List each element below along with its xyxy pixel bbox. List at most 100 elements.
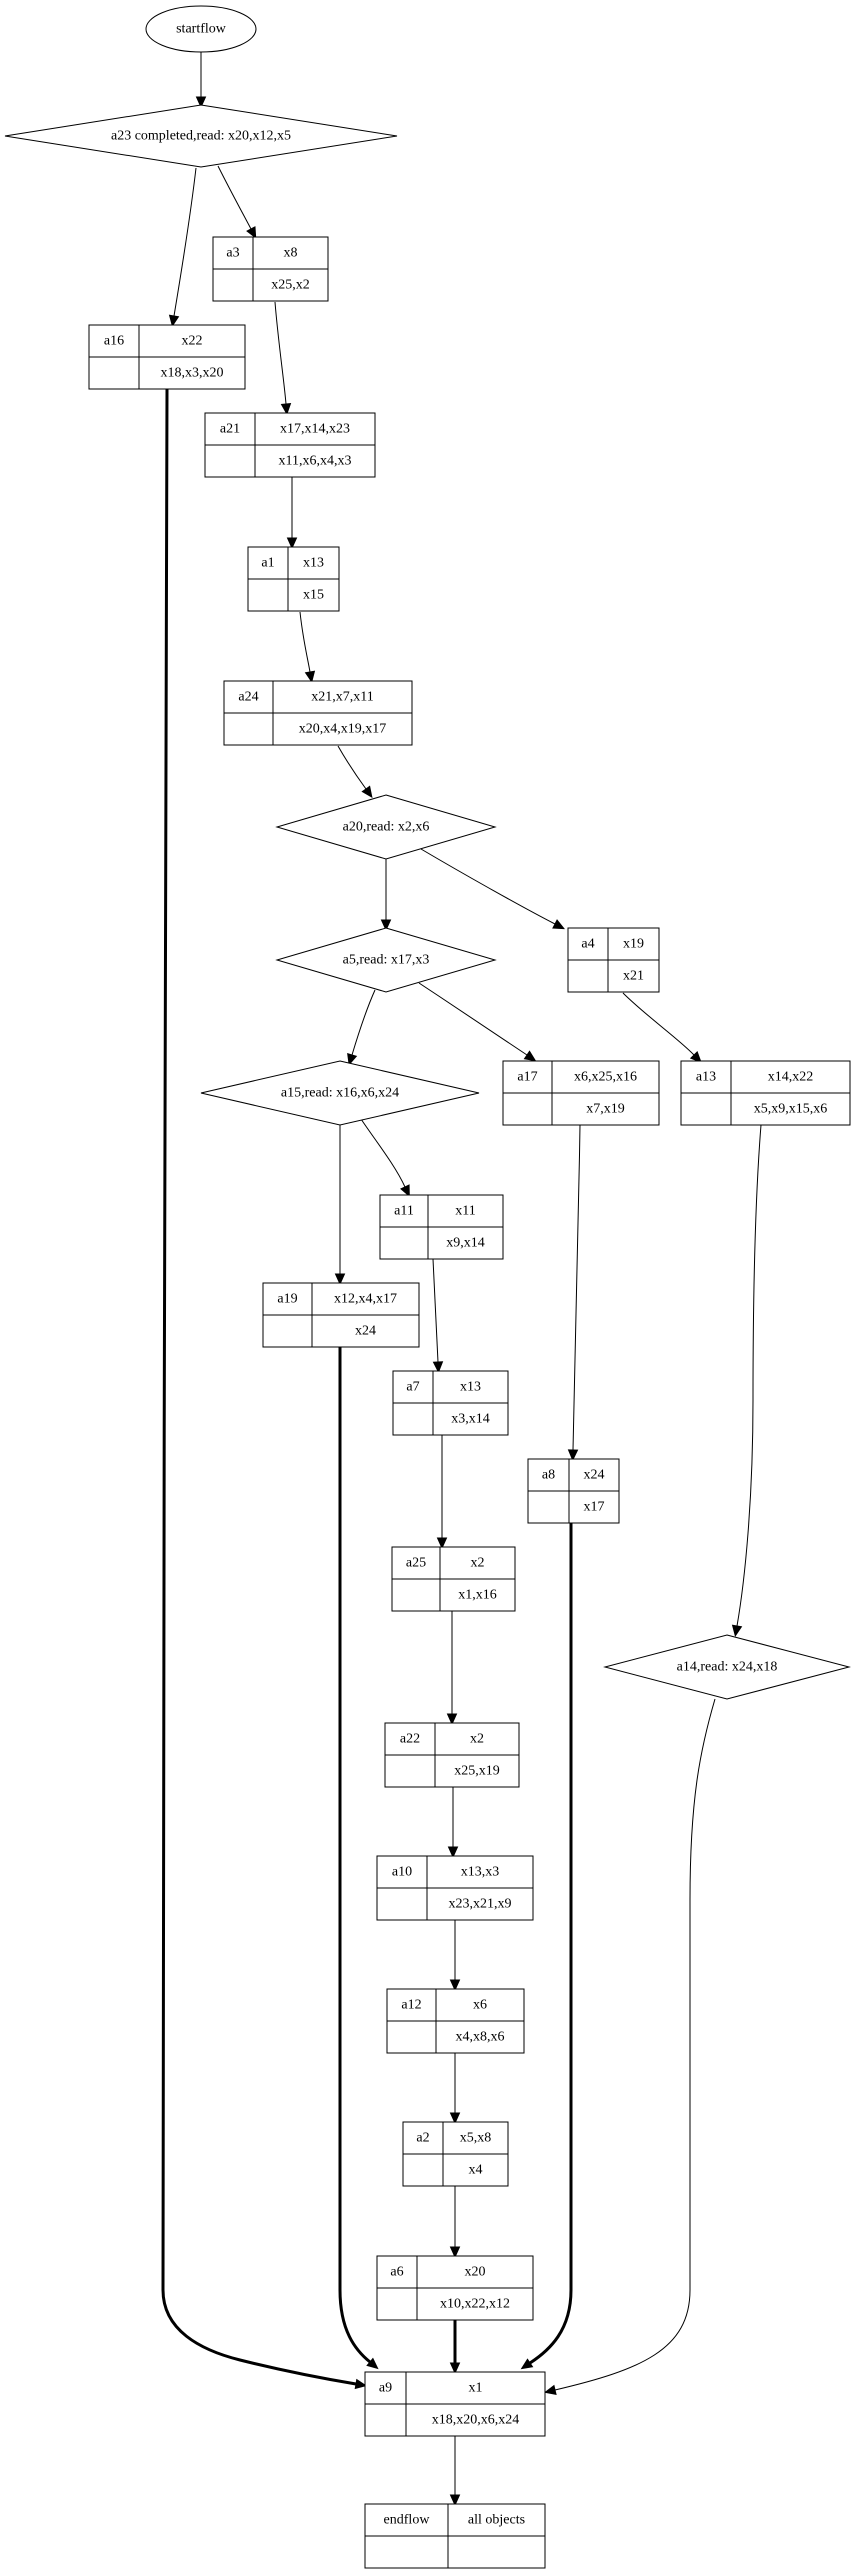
edge-a5-to-a17 [418,982,528,1056]
decision-node-a5[interactable]: a5,read: x17,x3 [275,927,497,993]
arrowhead-icon [286,537,298,550]
edge-a5-to-a15 [351,989,376,1056]
start-label: startflow [176,22,227,37]
record-node-a10[interactable]: a10 x13,x3 x23,x21,x9 [376,1855,534,1921]
edge-a19-to-a9 [338,1347,371,2364]
record-bottom-value: x25,x19 [454,1764,500,1779]
arrowhead-icon [280,403,292,416]
record-node-a25[interactable]: a25 x2 x1,x16 [391,1546,516,1612]
arrowhead-icon [520,2358,534,2370]
record-top-value: x13 [303,556,324,571]
record-name: a8 [542,1468,555,1483]
record-top-value: x6,x25,x16 [574,1070,637,1085]
record-top-value: x20 [465,2265,486,2280]
record-bottom-value: x5,x9,x15,x6 [754,1102,828,1117]
record-name: a4 [581,937,594,952]
record-name: a16 [104,334,124,349]
decision-node-a20[interactable]: a20,read: x2,x6 [275,794,497,860]
record-top-value: x11 [455,1204,475,1219]
record-top-value: x1 [469,2381,483,2396]
record-bottom-value: x4,x8,x6 [456,2030,505,2045]
record-top-value: x5,x8 [460,2131,492,2146]
record-top-value: x13,x3 [461,1865,500,1880]
record-node-a4[interactable]: a4 x19 x21 [567,927,660,993]
record-bottom-value: x11,x6,x4,x3 [279,454,352,469]
decision-node-a23[interactable]: a23 completed,read: x20,x12,x5 [4,104,398,168]
record-name: a2 [416,2131,429,2146]
record-name: a9 [379,2381,392,2396]
record-top-value: x12,x4,x17 [334,1292,397,1307]
decision-label: a15,read: x16,x6,x24 [281,1086,399,1101]
decision-label: a20,read: x2,x6 [343,820,430,835]
record-bottom-value: x15 [303,588,324,603]
arrowhead-icon [380,919,392,932]
record-node-a21[interactable]: a21 x17,x14,x23 x11,x6,x4,x3 [204,412,376,478]
edge-a3-to-a21 [274,301,287,405]
record-name: a7 [406,1380,419,1395]
record-bottom-value: x1,x16 [458,1588,497,1603]
arrowhead-icon [168,314,180,328]
arrowhead-icon [689,1050,702,1064]
record-node-a16[interactable]: a16 x22 x18,x3,x20 [88,324,246,390]
record-name: a21 [220,422,240,437]
edge-a8-to-a9 [529,1523,573,2365]
record-top-value: x19 [623,937,644,952]
record-bottom-value: x21 [623,969,644,984]
record-name: a24 [238,690,258,705]
record-bottom-value: x4 [469,2163,483,2178]
arrowhead-icon [449,1979,461,1992]
arrowhead-icon [436,1537,448,1550]
decision-label: a23 completed,read: x20,x12,x5 [111,129,291,144]
record-node-a2[interactable]: a2 x5,x8 x4 [402,2121,509,2187]
record-bottom-value: x18,x3,x20 [161,366,224,381]
edge-a20-to-a4 [420,848,556,925]
decision-node-a14[interactable]: a14,read: x24,x18 [603,1634,851,1700]
arrowhead-icon [334,1273,346,1286]
record-name: a19 [277,1292,297,1307]
arrowhead-icon [447,1846,459,1859]
arrowhead-icon [361,785,373,799]
record-node-a17[interactable]: a17 x6,x25,x16 x7,x19 [502,1060,660,1126]
record-top-value: x14,x22 [768,1070,814,1085]
edge-a14-to-a9 [554,1698,716,2391]
node-startflow[interactable]: startflow [145,5,257,53]
record-top-value: x6 [473,1998,487,2013]
arrowhead-icon [544,2384,557,2396]
record-top-value: x2 [471,1556,485,1571]
arrowhead-icon [731,1624,743,1638]
record-bottom-value: x23,x21,x9 [449,1897,512,1912]
edge-a15-to-a11 [360,1118,406,1188]
arrowhead-icon [304,670,316,684]
record-top-value: x22 [182,334,203,349]
record-bottom-value: x10,x22,x12 [440,2297,510,2312]
arrowhead-icon [400,1184,410,1198]
record-top-value: x17,x14,x23 [280,422,350,437]
start-ellipse [145,5,257,53]
record-top-value: all objects [468,2513,525,2528]
edge-a13-to-a14 [736,1124,762,1627]
record-top-value: x8 [284,246,298,261]
arrowhead-icon [446,1713,458,1726]
decision-diamond [275,794,497,860]
record-name: a10 [392,1865,412,1880]
record-bottom-value: x7,x19 [586,1102,625,1117]
record-name: a25 [406,1556,426,1571]
record-name: a17 [517,1070,537,1085]
arrowhead-icon [366,2357,379,2370]
edge-a17-to-a8 [572,1124,581,1451]
decision-node-a15[interactable]: a15,read: x16,x6,x24 [200,1060,480,1126]
decision-label: a14,read: x24,x18 [677,1660,778,1675]
